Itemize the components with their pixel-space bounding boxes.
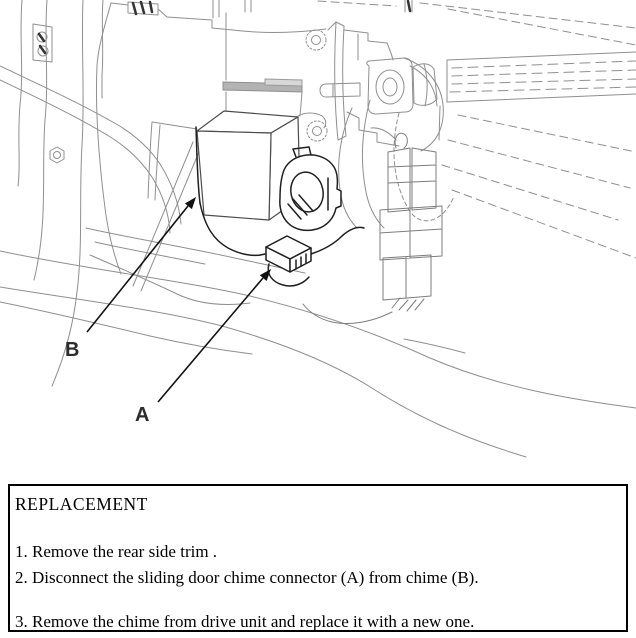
chime-diagram: B A [0,0,636,458]
rail-dashed-lines [317,0,636,259]
instruction-panel: REPLACEMENT 1. Remove the rear side trim… [8,484,628,632]
drive-unit [305,21,636,152]
instruction-step-1: 1. Remove the rear side trim . [15,542,218,561]
connector-a [265,235,312,287]
connector-stack [302,132,443,325]
body-contours [0,227,636,458]
callout-arrow-a: A [135,269,271,426]
label-a: A [135,404,149,426]
chime-unit [279,146,342,232]
label-b: B [65,339,79,361]
wiring-harness [195,126,365,257]
drive-shaft [446,51,636,103]
section-title: REPLACEMENT [15,494,148,514]
instruction-step-3: 3. Remove the chime from drive unit and … [15,612,475,631]
instruction-step-2: 2. Disconnect the sliding door chime con… [15,568,479,587]
callout-arrow-b: B [65,197,196,361]
